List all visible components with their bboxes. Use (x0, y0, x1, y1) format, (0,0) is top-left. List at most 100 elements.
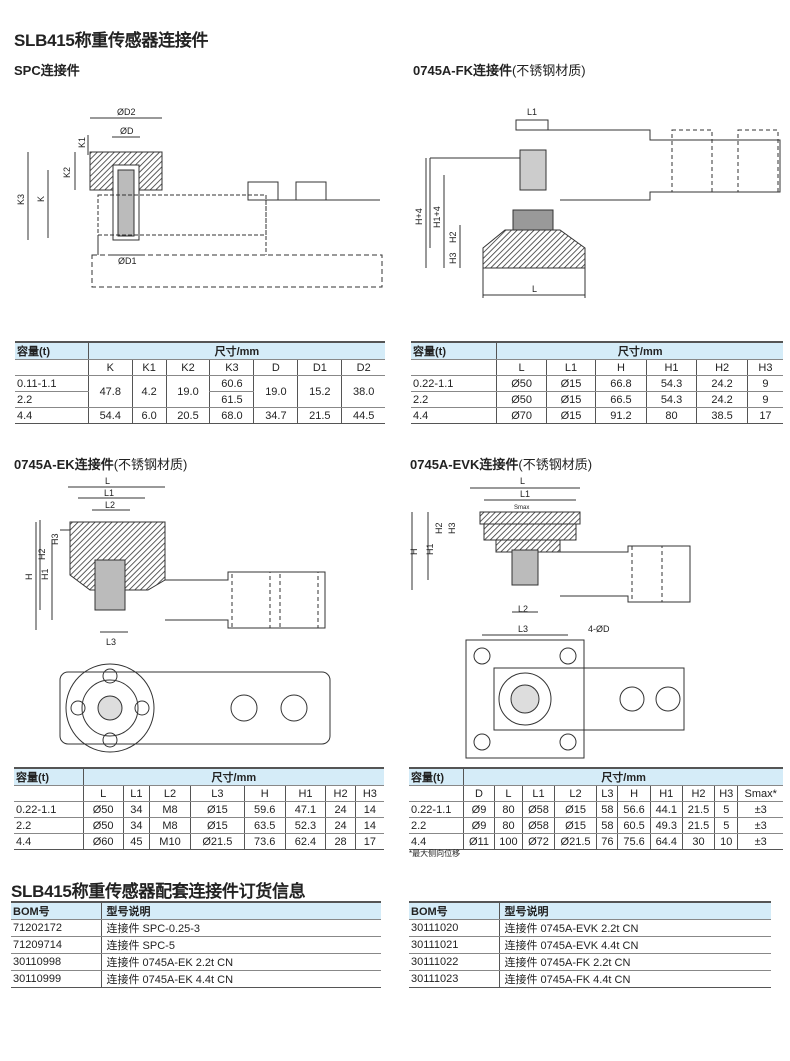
model-header: 型号说明 (498, 901, 771, 920)
spc-title: SPC连接件 (14, 63, 80, 78)
svg-text:ØD1: ØD1 (118, 256, 137, 266)
capacity-cell: 0.22-1.1 (411, 375, 497, 392)
table-cell: 58 (596, 801, 618, 818)
table-cell: Ø58 (522, 817, 555, 834)
capacity-cell: 2.2 (409, 817, 464, 834)
table-cell: 45 (122, 833, 150, 850)
table-header-row: 容量(t)尺寸/mm (409, 767, 783, 786)
table-cell: Ø15 (553, 817, 597, 834)
svg-text:Smax: Smax (514, 505, 529, 511)
svg-text:L: L (105, 476, 110, 486)
column-header: H2 (325, 785, 356, 802)
table-cell: ±3 (737, 801, 783, 818)
smax-footnote: *最大侧向位移 (409, 849, 461, 858)
table-header-row: BOM号型号说明 (409, 901, 771, 920)
capacity-cell: 0.11-1.1 (15, 375, 89, 392)
table-cell: Ø9 (463, 801, 495, 818)
table-cell: Ø70 (496, 407, 547, 424)
table-header-row: 容量(t)尺寸/mm (411, 341, 783, 360)
model-description: 连接件 0745A-EVK 2.2t CN (498, 919, 771, 937)
table-cell: 9 (746, 391, 783, 408)
svg-text:H2: H2 (434, 522, 444, 534)
table-cell: Ø15 (553, 801, 597, 818)
capacity-cell: 0.22-1.1 (14, 801, 84, 818)
table-cell: 5 (714, 817, 738, 834)
svg-text:H: H (409, 549, 419, 556)
capacity-header: 容量(t) (15, 341, 89, 360)
table-cell: 54.4 (87, 407, 133, 424)
table-cell: 91.2 (595, 407, 647, 424)
capacity-cell: 4.4 (14, 833, 84, 850)
table-cell: 47.8 (87, 375, 133, 408)
table-cell: 44.5 (341, 407, 385, 424)
column-header: L2 (553, 785, 597, 802)
table-cell: Ø58 (522, 801, 555, 818)
table-cell: 20.5 (165, 407, 210, 424)
table-cell: 10 (714, 833, 738, 850)
table-cell: 75.6 (617, 833, 651, 850)
table-cell: Ø21.5 (553, 833, 597, 850)
empty-cell (409, 785, 464, 802)
bom-number: 30110999 (11, 970, 101, 988)
table-cell: Ø15 (545, 407, 596, 424)
table-cell: 14 (354, 801, 384, 818)
table-cell: Ø50 (496, 375, 547, 392)
evk-title: 0745A-EVK连接件(不锈钢材质) (410, 457, 593, 472)
table-cell: 19.0 (253, 375, 298, 408)
model-description: 连接件 SPC-5 (100, 936, 381, 954)
column-header: H (617, 785, 651, 802)
table-cell: 6.0 (131, 407, 167, 424)
page-title: SLB415称重传感器连接件 (14, 31, 209, 50)
column-header: L1 (522, 785, 555, 802)
column-header: Smax* (737, 785, 783, 802)
svg-text:H3: H3 (50, 533, 60, 545)
column-header: L (496, 359, 547, 376)
column-header: H1 (649, 785, 683, 802)
column-header: K3 (209, 359, 254, 376)
column-header: H (243, 785, 286, 802)
table-cell: 76 (596, 833, 618, 850)
bom-number: 30111023 (409, 970, 499, 988)
table-cell: 68.0 (209, 407, 254, 424)
table-cell: Ø15 (189, 801, 245, 818)
column-header: H1 (284, 785, 326, 802)
svg-text:H: H (24, 574, 34, 581)
svg-text:L3: L3 (518, 624, 528, 634)
column-header: H2 (681, 785, 715, 802)
column-header: K2 (165, 359, 210, 376)
column-header: D2 (341, 359, 385, 376)
table-cell: ±3 (737, 817, 783, 834)
capacity-header: 容量(t) (411, 341, 497, 360)
table-cell: 38.5 (696, 407, 748, 424)
svg-text:L1: L1 (520, 489, 530, 499)
svg-text:L1: L1 (527, 107, 537, 117)
column-header: L3 (596, 785, 618, 802)
svg-text:H1: H1 (40, 568, 50, 580)
table-cell: 19.0 (165, 375, 210, 408)
table-cell: 66.5 (595, 391, 647, 408)
spc-drawing (27, 117, 383, 288)
column-header: L1 (122, 785, 150, 802)
bom-header: BOM号 (409, 901, 499, 920)
table-cell: 64.4 (649, 833, 683, 850)
svg-text:H2: H2 (37, 548, 47, 560)
table-cell: Ø9 (463, 817, 495, 834)
table-cell: 17 (354, 833, 384, 850)
bom-number: 30111020 (409, 919, 499, 937)
table-cell: 63.5 (243, 817, 286, 834)
table-cell: M10 (149, 833, 191, 850)
